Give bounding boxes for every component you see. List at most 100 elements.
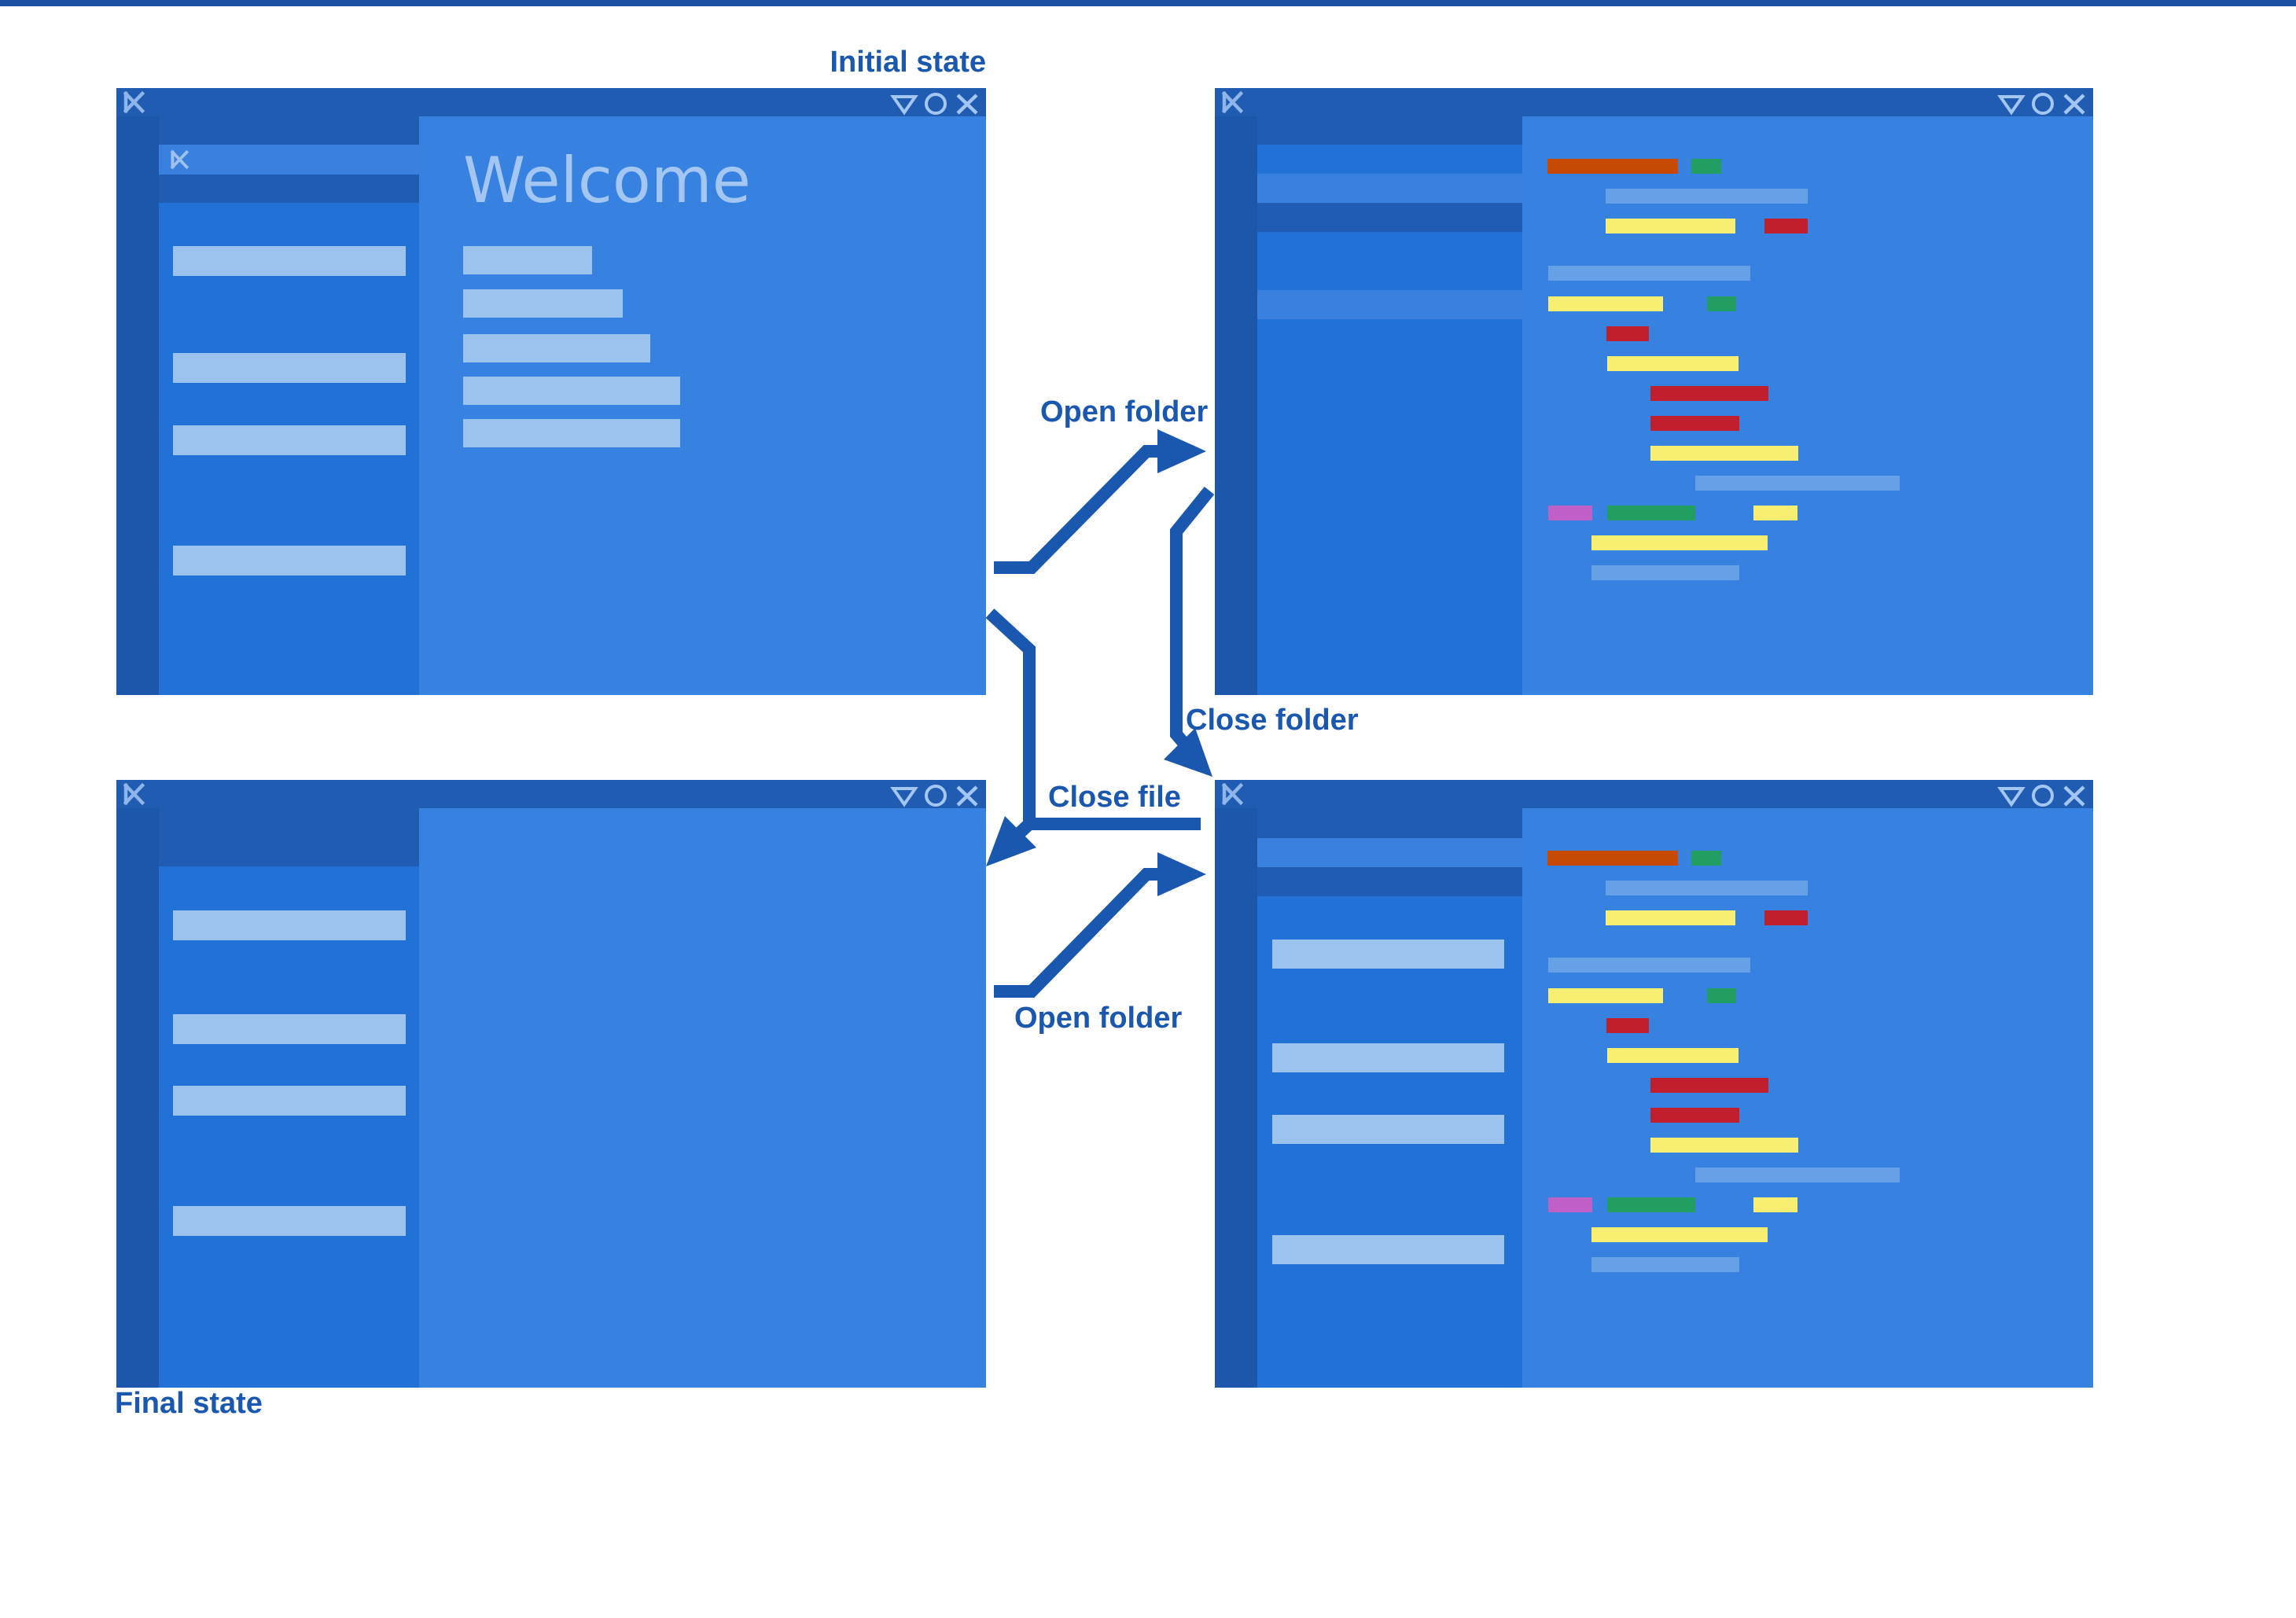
code-line-segment bbox=[1650, 1078, 1768, 1093]
code-line-segment bbox=[1548, 266, 1750, 281]
welcome-text-bar bbox=[463, 246, 592, 274]
code-line-segment bbox=[1548, 1197, 1592, 1212]
activity-bar bbox=[1215, 116, 1257, 695]
close-x-icon bbox=[956, 785, 978, 807]
code-line-segment bbox=[1650, 1108, 1739, 1123]
sidebar bbox=[159, 116, 419, 695]
sidebar-item-bar bbox=[173, 425, 406, 455]
label-open-folder-top: Open folder bbox=[1040, 395, 1209, 428]
app-logo-icon bbox=[123, 91, 145, 113]
close-x-icon bbox=[2063, 785, 2085, 807]
code-line-segment bbox=[1707, 988, 1736, 1003]
titlebar bbox=[1215, 780, 2093, 808]
code-line-segment bbox=[1753, 506, 1797, 520]
maximize-circle-icon bbox=[925, 93, 947, 115]
app-logo-icon bbox=[123, 783, 145, 805]
label-initial-state: Initial state bbox=[830, 46, 987, 79]
close-x-icon bbox=[956, 94, 978, 115]
code-line-segment bbox=[1591, 1257, 1739, 1272]
sidebar-header-band bbox=[1257, 867, 1522, 896]
code-line-segment bbox=[1591, 535, 1768, 550]
code-line-segment bbox=[1764, 219, 1808, 234]
activity-bar bbox=[116, 116, 159, 695]
sidebar-header-band bbox=[159, 808, 419, 866]
code-line-segment bbox=[1650, 1138, 1798, 1153]
window-final-state bbox=[116, 780, 986, 1388]
arrow-open-folder-bottom bbox=[994, 852, 1206, 998]
code-line-segment bbox=[1650, 386, 1768, 401]
sidebar-item-bar bbox=[173, 546, 406, 575]
minimize-triangle-icon bbox=[1997, 95, 2026, 116]
sidebar-selected-row bbox=[159, 145, 419, 175]
sidebar-selected-row bbox=[1257, 290, 1522, 319]
code-line-segment bbox=[1695, 476, 1900, 491]
window-controls bbox=[890, 785, 978, 807]
titlebar bbox=[1215, 88, 2093, 116]
minimize-triangle-icon bbox=[1997, 787, 2026, 807]
sidebar-item-bar bbox=[173, 1206, 406, 1236]
app-logo-icon bbox=[170, 150, 189, 169]
code-line-segment bbox=[1606, 1018, 1649, 1033]
code-line-segment bbox=[1548, 958, 1750, 973]
sidebar-header-band bbox=[1257, 808, 1522, 838]
sidebar-item-bar bbox=[173, 246, 406, 276]
sidebar-item-bar bbox=[173, 1086, 406, 1116]
window-initial-state: Welcome bbox=[116, 88, 986, 695]
sidebar-header-band bbox=[159, 175, 419, 203]
code-line-segment bbox=[1606, 881, 1808, 895]
code-line-segment bbox=[1753, 1197, 1797, 1212]
arrow-open-folder-top bbox=[994, 429, 1206, 574]
maximize-circle-icon bbox=[925, 785, 947, 807]
welcome-text-bar bbox=[463, 377, 680, 405]
sidebar-header-band bbox=[1257, 203, 1522, 232]
code-line-segment bbox=[1548, 988, 1663, 1003]
code-line-segment bbox=[1548, 296, 1663, 311]
sidebar-header-band bbox=[159, 116, 419, 145]
maximize-circle-icon bbox=[2032, 785, 2054, 807]
code-line-segment bbox=[1606, 189, 1808, 204]
sidebar-item-bar bbox=[173, 353, 406, 383]
code-line-segment bbox=[1606, 326, 1649, 341]
app-logo-icon bbox=[1221, 91, 1243, 113]
code-line-segment bbox=[1691, 851, 1721, 866]
code-line-segment bbox=[1607, 1197, 1695, 1212]
code-line-segment bbox=[1547, 159, 1678, 174]
welcome-title: Welcome bbox=[463, 144, 751, 217]
sidebar bbox=[1257, 808, 1522, 1388]
label-close-file: Close file bbox=[1048, 781, 1181, 814]
code-line-segment bbox=[1548, 506, 1592, 520]
minimize-triangle-icon bbox=[890, 787, 918, 807]
code-line-segment bbox=[1606, 910, 1735, 925]
arrow-close-file bbox=[985, 609, 1201, 866]
window-controls bbox=[1997, 785, 2085, 807]
sidebar-header-band bbox=[1257, 116, 1522, 145]
sidebar-item-bar bbox=[173, 910, 406, 940]
code-line-segment bbox=[1591, 1227, 1768, 1242]
label-open-folder-bottom: Open folder bbox=[1014, 1002, 1183, 1035]
top-strip bbox=[0, 0, 2296, 6]
label-close-folder: Close folder bbox=[1186, 704, 1359, 737]
titlebar bbox=[116, 780, 986, 808]
code-line-segment bbox=[1607, 356, 1739, 371]
maximize-circle-icon bbox=[2032, 93, 2054, 115]
sidebar-item-bar bbox=[1272, 940, 1504, 969]
titlebar bbox=[116, 88, 986, 116]
code-line-segment bbox=[1607, 506, 1695, 520]
window-controls bbox=[890, 93, 978, 116]
activity-bar bbox=[1215, 808, 1257, 1388]
close-x-icon bbox=[2063, 94, 2085, 115]
window-folder-open-top bbox=[1215, 88, 2093, 695]
label-final-state: Final state bbox=[115, 1387, 263, 1420]
window-folder-open-bottom bbox=[1215, 780, 2093, 1388]
welcome-text-bar bbox=[463, 289, 623, 318]
code-line-segment bbox=[1650, 416, 1739, 431]
welcome-text-bar bbox=[463, 334, 650, 362]
code-line-segment bbox=[1764, 910, 1808, 925]
sidebar-item-bar bbox=[1272, 1115, 1504, 1144]
sidebar-selected-row bbox=[1257, 838, 1522, 867]
sidebar-item-bar bbox=[1272, 1043, 1504, 1072]
sidebar-item-bar bbox=[173, 1014, 406, 1044]
code-line-segment bbox=[1650, 446, 1798, 461]
app-logo-icon bbox=[1221, 783, 1243, 805]
